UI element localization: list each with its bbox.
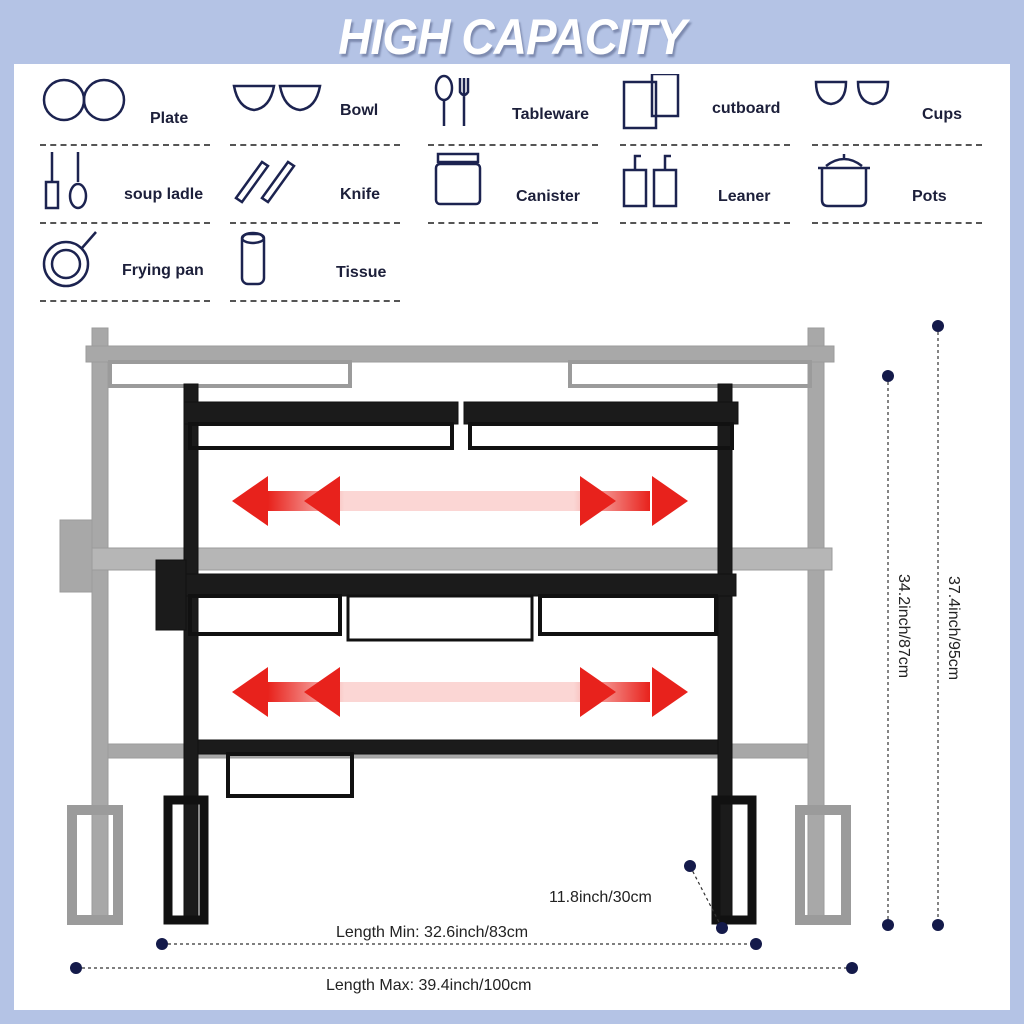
- item-label: Frying pan: [122, 262, 204, 279]
- bowl-icon: [232, 84, 322, 112]
- item-label: Canister: [516, 188, 581, 205]
- rack-black: [155, 383, 757, 925]
- item-knife: Knife: [230, 146, 400, 224]
- item-tableware: Tableware: [428, 68, 598, 146]
- extend-arrow-bottom: [232, 667, 688, 717]
- item-label: Bowl: [340, 102, 379, 119]
- item-soup-ladle: soup ladle: [40, 146, 210, 224]
- item-label: Cups: [922, 106, 962, 123]
- item-label: Tableware: [512, 106, 590, 123]
- item-label: Knife: [340, 186, 380, 203]
- item-label: Tissue: [336, 264, 387, 281]
- item-label: Leaner: [718, 188, 771, 205]
- pot-icon: [818, 154, 870, 208]
- frying-pan-icon: [42, 231, 97, 288]
- tableware-icon: [434, 74, 470, 126]
- item-label: soup ladle: [124, 186, 204, 203]
- leaner-icon: [622, 154, 678, 208]
- item-label: Plate: [150, 110, 189, 127]
- height-min-label: 34.2inch/87cm: [895, 574, 912, 679]
- cutboard-icon: [622, 74, 680, 130]
- extend-arrow-top: [232, 476, 688, 526]
- item-label: cutboard: [712, 100, 781, 117]
- tissue-icon: [240, 231, 266, 286]
- cups-icon: [814, 80, 890, 106]
- item-pots: Pots: [812, 146, 982, 224]
- length-max-label: Length Max: 39.4inch/100cm: [326, 977, 532, 994]
- soup-ladle-icon: [44, 152, 88, 210]
- page-title: HIGH CAPACITY: [338, 9, 686, 65]
- height-max-label: 37.4inch/95cm: [945, 576, 962, 681]
- item-bowl: Bowl: [230, 68, 400, 146]
- item-canister: Canister: [428, 146, 598, 224]
- depth-label: 11.8inch/30cm: [549, 889, 652, 906]
- canister-icon: [434, 152, 482, 206]
- item-frying-pan: Frying pan: [40, 224, 210, 302]
- item-cups: Cups: [812, 68, 982, 146]
- length-min-label: Length Min: 32.6inch/83cm: [336, 924, 529, 941]
- item-leaner: Leaner: [620, 146, 790, 224]
- plate-icon: [42, 78, 126, 122]
- dimension-dots: [70, 320, 944, 974]
- knife-icon: [234, 160, 296, 204]
- item-cutboard: cutboard: [620, 68, 790, 146]
- item-tissue: Tissue: [230, 224, 400, 302]
- item-label: Pots: [912, 188, 947, 205]
- item-plate: Plate: [40, 68, 210, 146]
